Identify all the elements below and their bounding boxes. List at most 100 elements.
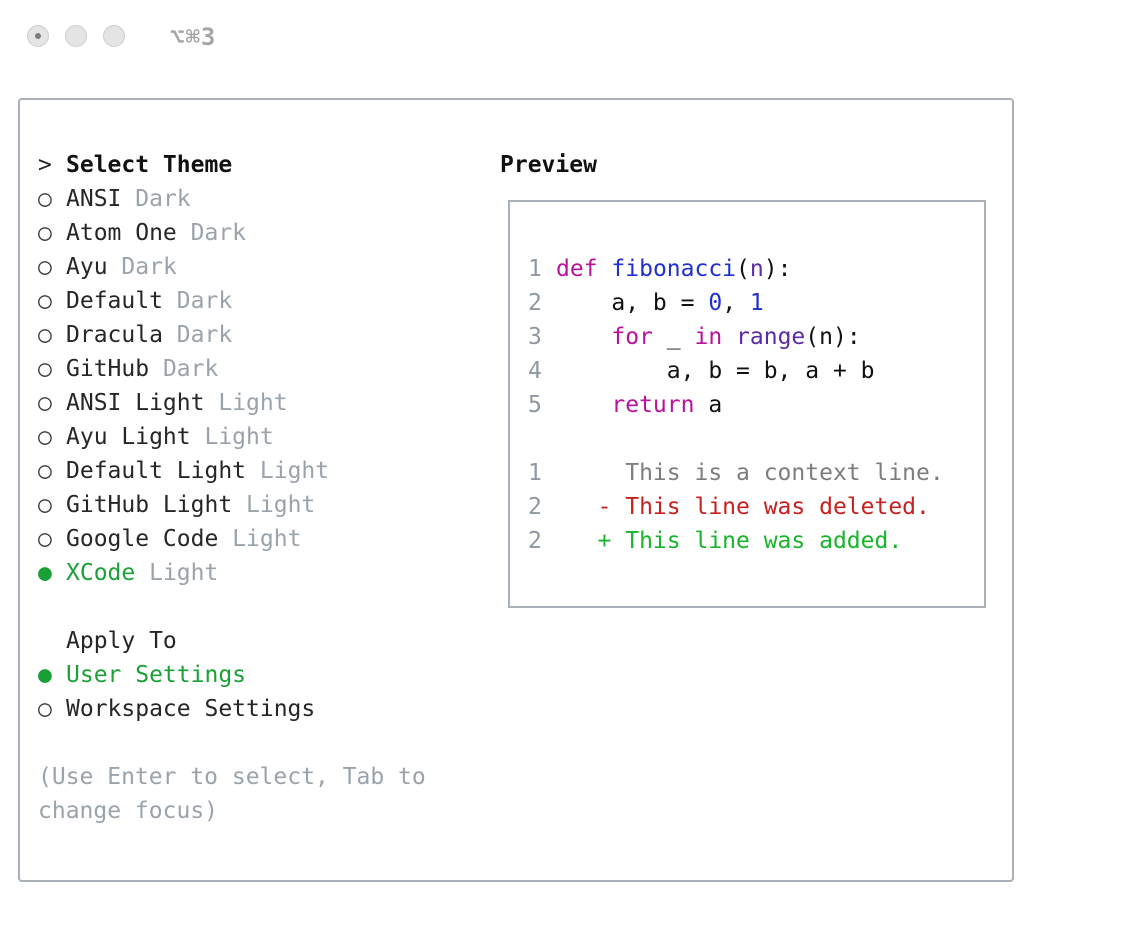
- code-token: ):: [763, 256, 792, 282]
- radio-unselected-icon: ○: [38, 220, 52, 246]
- theme-option-variant: Dark: [176, 288, 233, 314]
- zoom-window-button[interactable]: [103, 25, 125, 47]
- theme-option[interactable]: ○ Ayu Light Light: [38, 420, 478, 454]
- theme-option-variant: Light: [204, 424, 274, 450]
- select-theme-title: Select Theme: [66, 152, 233, 178]
- apply-to-option[interactable]: ○ Workspace Settings: [38, 692, 478, 726]
- code-token: (n):: [805, 324, 861, 350]
- code-line: 4 a, b = b, a + b: [528, 354, 944, 388]
- theme-option-name: ANSI Light: [66, 390, 205, 416]
- theme-option-variant: Dark: [135, 186, 191, 212]
- radio-unselected-icon: ○: [38, 390, 52, 416]
- code-token: n: [749, 256, 764, 282]
- theme-option[interactable]: ○Ayu Dark: [38, 250, 478, 284]
- code-line: 2 a, b = 0, 1: [528, 286, 944, 320]
- theme-option-variant: Light: [246, 492, 316, 518]
- theme-option-variant: Dark: [162, 356, 219, 382]
- code-token: return: [611, 392, 695, 418]
- theme-option[interactable]: ○ Atom One Dark: [38, 216, 478, 250]
- radio-unselected-icon: ○: [38, 288, 52, 314]
- radio-unselected-icon: ○: [38, 458, 52, 484]
- line-number: 5: [528, 392, 542, 418]
- code-token: for: [611, 324, 653, 350]
- preview-title: Preview: [500, 152, 597, 178]
- code-token: def: [556, 256, 598, 282]
- code-token: in: [694, 324, 723, 350]
- theme-option-variant: Dark: [190, 220, 247, 246]
- theme-option-name: Default Light: [66, 458, 247, 484]
- radio-selected-icon: ●: [38, 662, 52, 688]
- code-token: 0: [708, 290, 723, 316]
- theme-option-name: Google Code: [66, 526, 219, 552]
- radio-unselected-icon: ○: [38, 322, 52, 348]
- line-number: 2: [528, 290, 542, 316]
- line-number: 3: [528, 324, 542, 350]
- diff-line: 2 + This line was added.: [528, 524, 944, 558]
- theme-option-name: Ayu Light: [66, 424, 191, 450]
- code-token: _: [652, 324, 695, 350]
- theme-list: ○ANSI Dark○Atom One Dark○Ayu Dark○Defaul…: [38, 182, 478, 590]
- apply-to-option[interactable]: ● User Settings: [38, 658, 478, 692]
- theme-dialog: >Select Theme ○ANSI Dark○Atom One Dark○A…: [18, 98, 1014, 882]
- apply-to-heading: Apply To: [38, 624, 478, 658]
- code-token: range: [736, 324, 806, 350]
- theme-option-name: XCode: [66, 560, 136, 586]
- theme-option-name: GitHub: [66, 356, 150, 382]
- close-window-button[interactable]: [27, 25, 49, 47]
- apply-to-title: Apply To: [66, 628, 177, 654]
- apply-to-list: ● User Settings ○ Workspace Settings: [38, 658, 478, 726]
- code-token: 1: [749, 290, 764, 316]
- code-token: (: [736, 256, 750, 282]
- code-token: fibonacci: [611, 256, 737, 282]
- active-indicator-icon: [35, 33, 41, 39]
- theme-option[interactable]: ○ Default Dark: [38, 284, 478, 318]
- code-line: 1 def fibonacci(n):: [528, 252, 944, 286]
- diff-text: - This line was deleted.: [556, 494, 930, 520]
- theme-option-name: Atom One: [66, 220, 177, 246]
- help-text: (Use Enter to select, Tab to change focu…: [38, 764, 426, 824]
- theme-option[interactable]: ○ANSI Dark: [38, 182, 478, 216]
- select-theme-heading: >Select Theme: [38, 148, 478, 182]
- line-number: 1: [528, 460, 542, 486]
- line-number: 2: [528, 494, 542, 520]
- theme-option[interactable]: ○GitHub Dark: [38, 352, 478, 386]
- code-token: a, b = b, a + b: [556, 358, 875, 384]
- theme-option[interactable]: ● XCode Light: [38, 556, 478, 590]
- theme-option-name: Default: [66, 288, 163, 314]
- radio-unselected-icon: ○: [38, 424, 52, 450]
- minimize-window-button[interactable]: [65, 25, 87, 47]
- theme-option-variant: Light: [259, 458, 330, 484]
- code-token: ,: [722, 290, 750, 316]
- theme-option-variant: Light: [149, 560, 219, 586]
- diff-text: This is a context line.: [556, 460, 944, 486]
- line-number: 2: [528, 528, 542, 554]
- code-token: [722, 324, 736, 350]
- radio-unselected-icon: ○: [38, 696, 52, 722]
- diff-line: 2 - This line was deleted.: [528, 490, 944, 524]
- theme-option[interactable]: ○GitHub Light Light: [38, 488, 478, 522]
- theme-option-name: Dracula: [66, 322, 163, 348]
- radio-unselected-icon: ○: [38, 254, 52, 280]
- theme-option[interactable]: ○ Default Light Light: [38, 454, 478, 488]
- code-token: [556, 324, 611, 350]
- theme-option-name: GitHub Light: [66, 492, 233, 518]
- theme-option-variant: Light: [232, 526, 302, 552]
- code-token: a: [694, 392, 723, 418]
- window-controls: [27, 25, 125, 47]
- line-number: 4: [528, 358, 542, 384]
- radio-selected-icon: ●: [38, 560, 52, 586]
- theme-option[interactable]: ○ANSI Light Light: [38, 386, 478, 420]
- apply-to-option-label: Workspace Settings: [66, 696, 316, 722]
- radio-unselected-icon: ○: [38, 186, 52, 212]
- theme-option[interactable]: ○Google Code Light: [38, 522, 478, 556]
- code-line: 5 return a: [528, 388, 944, 422]
- diff-text: + This line was added.: [556, 528, 903, 554]
- apply-to-option-label: User Settings: [66, 662, 247, 688]
- line-number: 1: [528, 256, 542, 282]
- code-token: [598, 256, 612, 282]
- theme-option-name: Ayu: [66, 254, 108, 280]
- theme-option[interactable]: ○Dracula Dark: [38, 318, 478, 352]
